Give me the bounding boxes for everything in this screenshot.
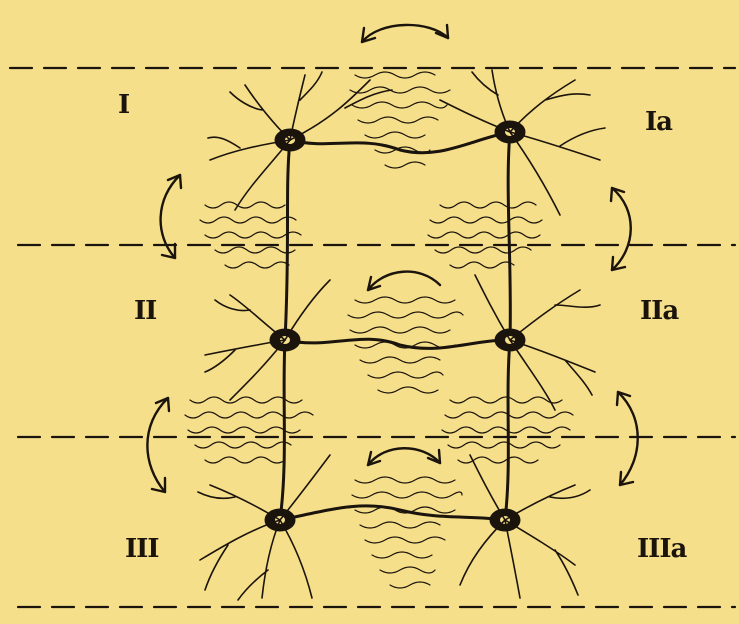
curved-double-arrow-lower-right	[617, 392, 638, 485]
label-I: I	[118, 90, 129, 120]
axon-lattice	[280, 132, 510, 520]
curved-double-arrow-upper-right	[611, 188, 631, 270]
cell-bodies	[265, 121, 525, 531]
label-IIIa: IIIa	[637, 534, 686, 564]
label-Ia: Ia	[645, 107, 672, 137]
curved-double-arrow-top	[362, 25, 448, 42]
curved-double-arrow-bottom	[368, 448, 440, 465]
label-III: III	[125, 534, 159, 564]
label-II: II	[134, 296, 156, 326]
divider-lines	[10, 68, 735, 607]
curved-double-arrow-middle	[368, 272, 440, 290]
label-IIa: IIa	[640, 296, 678, 326]
curved-double-arrow-lower-left	[147, 398, 169, 492]
